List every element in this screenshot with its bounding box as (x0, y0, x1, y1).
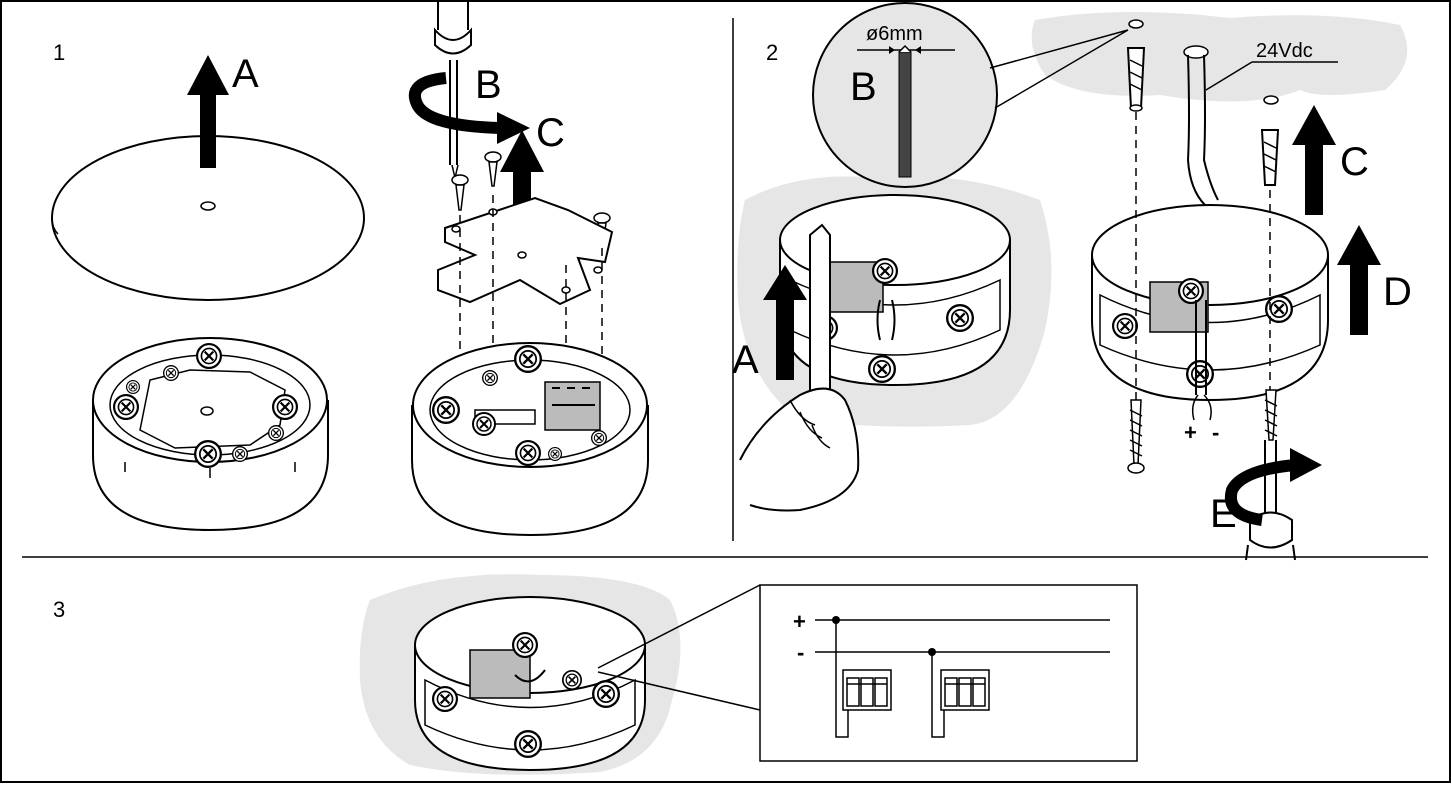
arrow-c-up-step-2 (1292, 105, 1336, 215)
arrow-a-up-step-2 (763, 265, 807, 380)
housing-wired (414, 596, 646, 772)
screwdriver-step-2 (1245, 440, 1296, 561)
arrow-c-up (500, 130, 544, 242)
step-2-panel: 2 ø6mm B (732, 2, 1412, 561)
zoom-leader-lines (597, 584, 761, 711)
wall-plugs (1126, 47, 1280, 186)
terminal-block-2 (940, 669, 990, 711)
ceiling-patch-top (1031, 11, 1408, 102)
step-1-label-c: C (536, 111, 565, 155)
screwdriver-step-1 (434, 0, 472, 179)
step-2-label-d: D (1383, 270, 1412, 314)
step-3-number: 3 (53, 597, 65, 622)
supply-voltage: 24Vdc (1256, 40, 1313, 62)
step-3-panel: 3 (53, 574, 1138, 775)
mounting-plate (437, 196, 614, 306)
schematic-minus: - (797, 640, 804, 665)
step-2-label-e: E (1210, 492, 1237, 536)
drill-detail-circle (812, 2, 1144, 188)
step-2-number: 2 (766, 40, 778, 65)
pencil-hand (739, 223, 860, 512)
rotation-arrow-e (1224, 448, 1322, 526)
housing-mounted (1091, 204, 1329, 421)
step-1-number: 1 (53, 40, 65, 65)
arrow-d-up (1337, 225, 1381, 335)
terminal-block-1 (842, 669, 892, 711)
housing-marking (779, 194, 1011, 387)
wire-plus: + (1184, 420, 1197, 445)
step-2-label-a: A (732, 338, 759, 382)
wire-minus: - (1212, 420, 1219, 445)
base-housing-right (411, 342, 649, 537)
step-2-label-c: C (1340, 140, 1369, 184)
arrow-a-up (187, 55, 229, 168)
base-housing-left (92, 337, 329, 532)
step-1-label-b: B (475, 63, 502, 107)
wiring-schematic: + - (759, 584, 1138, 762)
drill-diameter: ø6mm (866, 23, 923, 45)
step-1-label-a: A (232, 52, 259, 96)
mounting-screws-step-2 (1127, 389, 1278, 474)
rotation-arrow-b (408, 72, 530, 144)
schematic-plus: + (793, 609, 806, 634)
detail-label-b: B (850, 65, 877, 109)
guide-lines-step-2 (1135, 112, 1271, 400)
step-1-panel: 1 A (51, 0, 649, 537)
supply-cable (1183, 45, 1338, 206)
